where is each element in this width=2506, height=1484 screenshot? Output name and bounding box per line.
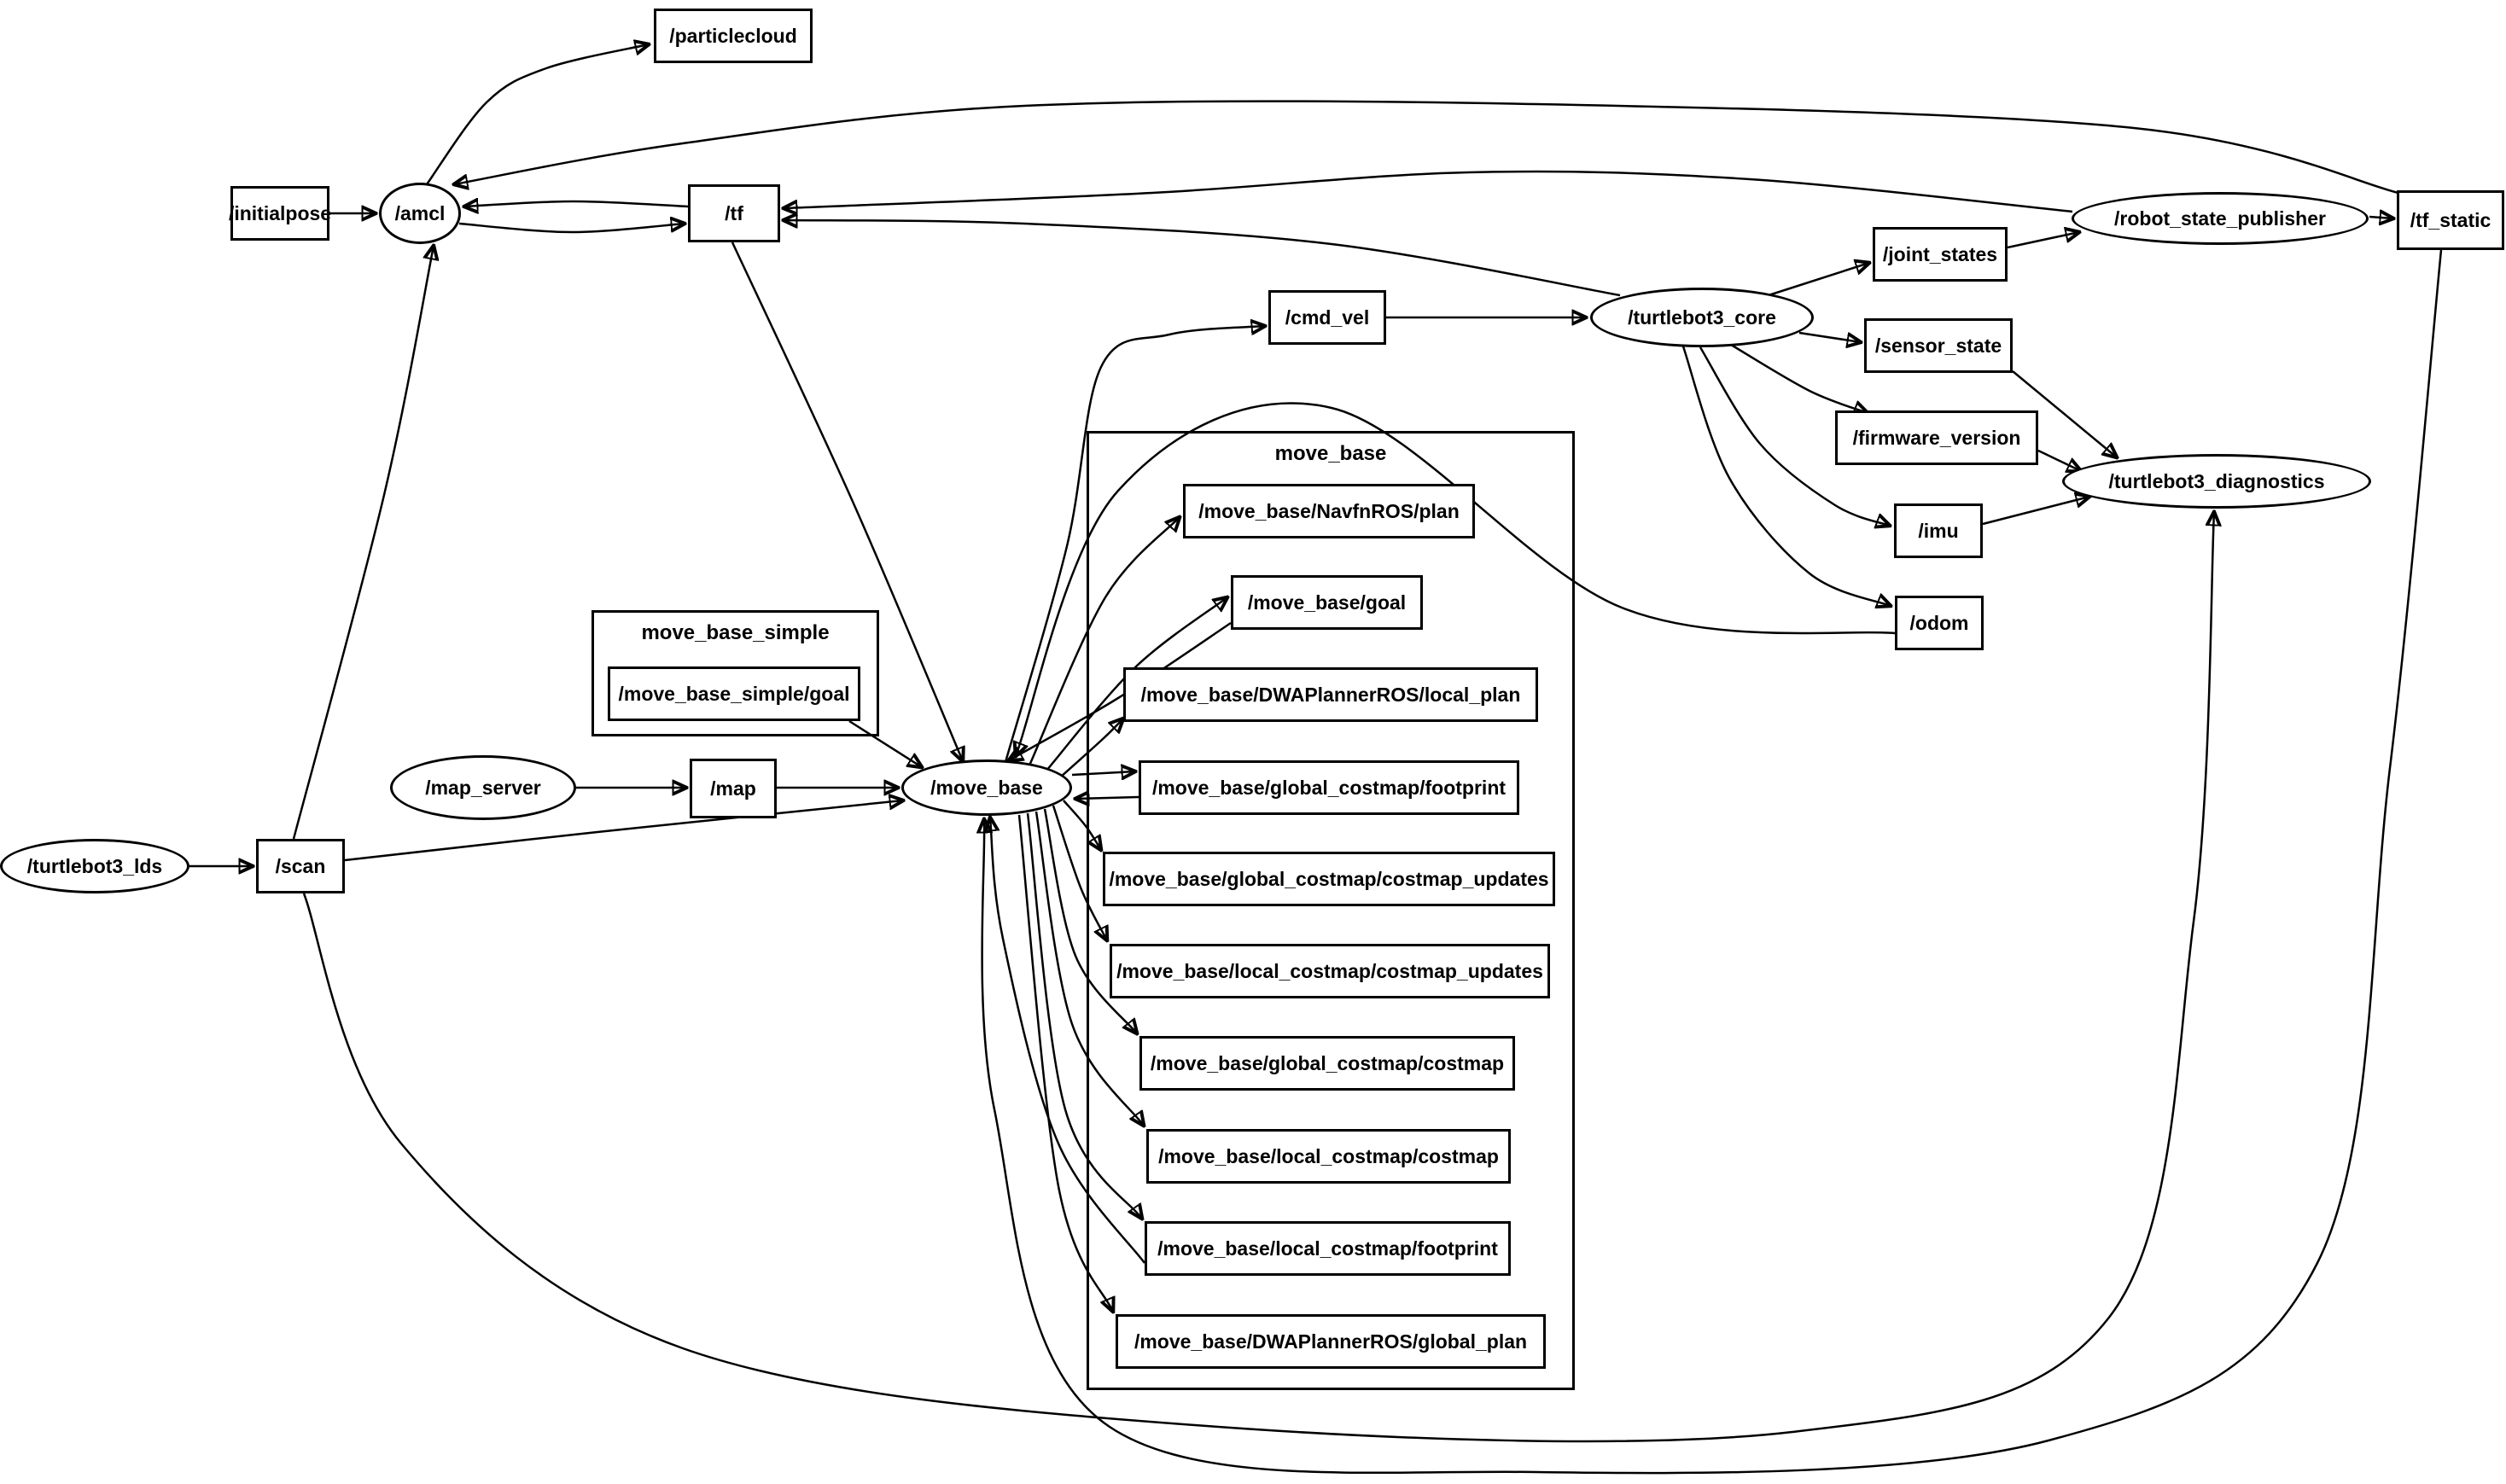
edge-turtlebot3-core-to-firmware-version [1730,343,1868,413]
ros-topic-mb-g-costmap: /move_base/global_costmap/costmap [1139,1036,1515,1091]
edge-turtlebot3-core-to-sensor-state [1798,331,1861,342]
ros-topic-map: /map [690,759,777,818]
edge-tf-static-to-amcl [454,100,2399,195]
ros-topic-joint-states: /joint_states [1873,227,2008,282]
ros-topic-odom: /odom [1895,596,1984,650]
ros-topic-mb-g-costmap-updates: /move_base/global_costmap/costmap_update… [1103,852,1555,906]
ros-node-turtlebot3-diagnostics: /turtlebot3_diagnostics [2062,454,2371,509]
edge-tf-to-amcl [464,201,689,207]
edge-turtlebot3-core-to-odom [1681,346,1891,606]
ros-topic-firmware-version: /firmware_version [1835,410,2038,465]
ros-topic-sensor-state: /sensor_state [1864,318,2013,373]
ros-topic-tf-static: /tf_static [2397,190,2504,250]
ros-topic-move-base-simple-goal: /move_base_simple/goal [608,666,860,721]
ros-node-amcl: /amcl [379,183,461,244]
cluster-label: move_base [1274,442,1387,465]
cluster-label: move_base_simple [641,621,830,644]
ros-node-turtlebot3-lds: /turtlebot3_lds [0,839,189,893]
edge-turtlebot3-core-to-joint-states [1768,263,1869,297]
ros-topic-mb-l-footprint: /move_base/local_costmap/footprint [1145,1221,1511,1276]
edge-imu-to-turtlebot3-diagnostics [1982,497,2089,526]
ros-topic-initialpose: /initialpose [229,186,331,241]
ros-topic-scan: /scan [256,839,345,893]
ros-node-move-base: /move_base [901,759,1072,816]
ros-node-robot-state-publisher: /robot_state_publisher [2072,192,2369,245]
ros-node-map-server: /map_server [390,755,576,820]
edge-firmware-version-to-turtlebot3-diagnostics [2037,449,2081,471]
ros-topic-tf: /tf [688,184,780,242]
ros-topic-imu: /imu [1894,503,1983,558]
ros-topic-mb-l-costmap: /move_base/local_costmap/costmap [1146,1129,1511,1184]
edge-turtlebot3-core-to-tf [784,220,1621,297]
edge-joint-states-to-robot-state-publisher [2007,232,2079,249]
ros-node-turtlebot3-core: /turtlebot3_core [1590,288,1814,347]
edge-amcl-to-tf [458,224,685,234]
edge-scan-to-amcl [292,246,434,840]
ros-topic-mb-dwa-local-plan: /move_base/DWAPlannerROS/local_plan [1123,667,1538,722]
ros-topic-mb-navfn-plan: /move_base/NavfnROS/plan [1183,484,1475,538]
ros-topic-mb-g-footprint: /move_base/global_costmap/footprint [1139,760,1519,815]
edge-robot-state-publisher-to-tf [784,170,2073,212]
ros-topic-mb-goal: /move_base/goal [1231,575,1423,630]
edge-robot-state-publisher-to-tf-static [2369,217,2393,218]
ros-topic-mb-l-costmap-updates: /move_base/local_costmap/costmap_updates [1110,944,1550,998]
ros-topic-particlecloud: /particlecloud [654,9,813,63]
edge-amcl-to-particlecloud [425,44,649,185]
ros-topic-cmd-vel: /cmd_vel [1268,290,1386,345]
ros-topic-mb-dwa-global-plan: /move_base/DWAPlannerROS/global_plan [1116,1314,1546,1369]
